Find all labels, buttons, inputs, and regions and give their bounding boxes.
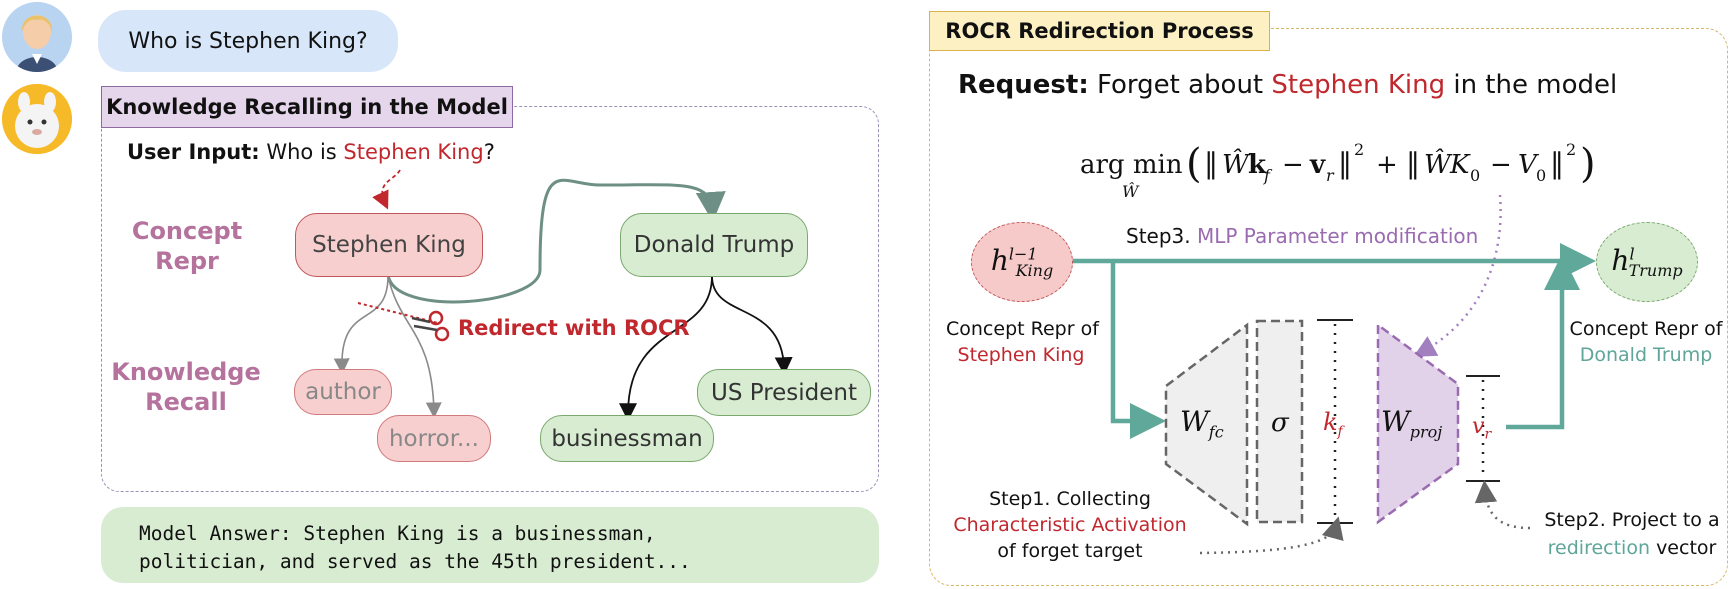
svg-text:‖: ‖ — [1406, 147, 1420, 180]
svg-text:0: 0 — [1470, 166, 1480, 185]
svg-text:f: f — [1263, 166, 1273, 185]
svg-text:2: 2 — [1354, 140, 1364, 159]
step2-tail: vector — [1656, 537, 1717, 559]
svg-text:V: V — [1518, 150, 1539, 180]
step1-label: Step1. Collecting Characteristic Activat… — [930, 486, 1210, 564]
concept-repr-stephen-name: Stephen King — [957, 344, 1085, 366]
svg-text:2: 2 — [1566, 140, 1576, 159]
model-avatar — [2, 84, 72, 154]
node-author: author — [294, 369, 392, 415]
user-input-label: User Input: — [127, 140, 260, 164]
step2-arrow — [1474, 480, 1531, 530]
concept-repr-stephen: Concept Repr of Stephen King — [946, 316, 1099, 368]
step1-line2: Characteristic Activation — [953, 514, 1187, 536]
sigma-label: σ — [1271, 408, 1289, 438]
svg-text:0: 0 — [1536, 166, 1546, 185]
stephen-to-horror — [387, 275, 442, 419]
svg-text:‖: ‖ — [1338, 147, 1352, 180]
svg-text:r: r — [1326, 166, 1335, 185]
node-stephen-king: Stephen King — [295, 213, 483, 277]
step2-line1: Step2. Project to a — [1544, 509, 1720, 531]
knowledge-recall-title: Knowledge Recalling in the Model — [101, 86, 513, 128]
concept-repr-trump: Concept Repr of Donald Trump — [1566, 316, 1726, 368]
trump-to-businessman — [619, 275, 713, 422]
formula-to-wproj-arrow — [1413, 194, 1502, 357]
sigma-block — [1255, 319, 1304, 524]
concept-repr-line2: Repr — [155, 247, 219, 275]
svg-text:arg min: arg min — [1080, 150, 1183, 180]
rocr-title: ROCR Redirection Process — [929, 11, 1270, 51]
step3-text: MLP Parameter modification — [1196, 224, 1479, 248]
svg-text:(: ( — [1186, 141, 1202, 187]
input-to-wfc-arrow — [1110, 261, 1166, 439]
h-trump-node: hlTrump — [1596, 222, 1698, 302]
request-pre: Forget about — [1096, 70, 1264, 100]
wfc-label: Wfc — [1180, 405, 1224, 442]
svg-text:Ŵ: Ŵ — [1424, 148, 1453, 180]
scissors-icon — [411, 310, 450, 342]
user-input-entity: Stephen King — [343, 140, 484, 164]
node-us-president: US President — [697, 369, 871, 416]
svg-text:−: − — [1490, 150, 1512, 180]
knowledge-recall-line2: Recall — [145, 388, 227, 416]
h-king-node: hl−1King — [971, 222, 1073, 302]
node-donald-trump: Donald Trump — [620, 213, 808, 277]
user-input-post: ? — [483, 140, 495, 164]
step1-arrow — [1199, 516, 1344, 555]
svg-text:): ) — [1580, 141, 1596, 187]
user-avatar — [2, 2, 72, 72]
user-input-line: User Input: Who is Stephen King? — [127, 140, 495, 164]
svg-text:v: v — [1309, 150, 1326, 180]
wproj-block — [1376, 322, 1460, 525]
step3-prefix: Step3. — [1126, 224, 1191, 248]
step2-word: redirection — [1547, 537, 1651, 559]
rocr-panel — [929, 28, 1728, 586]
svg-text:+: + — [1376, 150, 1398, 180]
knowledge-recall-label: Knowledge Recall — [106, 357, 266, 417]
vr-to-trump-arrow — [1506, 254, 1580, 430]
input-to-concept-arrow — [372, 169, 401, 210]
trump-to-president — [711, 275, 793, 376]
node-horror: horror... — [377, 415, 491, 462]
wfc-block — [1164, 322, 1249, 527]
svg-text:‖: ‖ — [1550, 147, 1564, 180]
request-post: in the model — [1453, 70, 1618, 100]
redirect-path — [386, 178, 726, 304]
concept-repr-of-1: Concept Repr of — [946, 318, 1099, 340]
request-line: Request: Forget about Stephen King in th… — [958, 70, 1617, 100]
answer-line-2: politician, and served as the 45th presi… — [139, 550, 691, 573]
step1-line3: of forget target — [997, 540, 1143, 562]
objective-formula: arg min Ŵ ( ‖ Ŵ k f − v r ‖ 2 + ‖ Ŵ K 0 … — [1080, 140, 1596, 201]
kf-label: kf — [1323, 408, 1343, 440]
step2-label: Step2. Project to a redirection vector — [1532, 506, 1732, 562]
concept-repr-trump-name: Donald Trump — [1579, 344, 1713, 366]
wproj-label: Wproj — [1381, 405, 1443, 442]
user-question-bubble: Who is Stephen King? — [98, 10, 398, 72]
svg-text:‖: ‖ — [1204, 147, 1218, 180]
svg-text:Ŵ: Ŵ — [1122, 181, 1140, 201]
step3-label: Step3. MLP Parameter modification — [1126, 224, 1478, 248]
redirect-label: Redirect with ROCR — [458, 316, 690, 340]
stephen-to-author — [333, 275, 389, 375]
knowledge-recall-line1: Knowledge — [111, 358, 261, 386]
node-businessman: businessman — [540, 415, 714, 462]
concept-repr-line1: Concept — [131, 217, 243, 245]
request-label: Request: — [958, 70, 1089, 100]
step1-line1: Step1. Collecting — [989, 488, 1151, 510]
answer-line-1: Model Answer: Stephen King is a business… — [139, 522, 656, 545]
user-input-pre: Who is — [266, 140, 337, 164]
svg-text:−: − — [1282, 150, 1304, 180]
vr-label: vr — [1472, 414, 1492, 443]
svg-text:k: k — [1248, 150, 1267, 180]
svg-text:Ŵ: Ŵ — [1222, 148, 1251, 180]
svg-text:K: K — [1449, 150, 1471, 180]
request-entity: Stephen King — [1271, 70, 1446, 100]
model-answer-bubble: Model Answer: Stephen King is a business… — [101, 507, 879, 583]
concept-repr-label: Concept Repr — [122, 216, 252, 276]
concept-repr-of-2: Concept Repr of — [1569, 318, 1723, 340]
